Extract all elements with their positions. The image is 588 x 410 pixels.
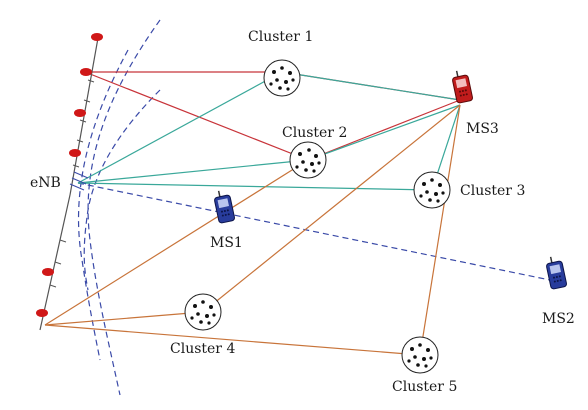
link-teal-4 — [281, 71, 461, 101]
cluster-2-label: Cluster 2 — [282, 125, 348, 141]
orange-links — [44, 104, 461, 356]
enb-hub-marks — [69, 171, 89, 191]
ms1-phone-icon — [214, 190, 235, 224]
antenna-element-4 — [69, 149, 81, 157]
antenna-element-2 — [80, 68, 92, 76]
antenna-ticks — [49, 79, 95, 288]
wavefront-arc-3 — [83, 89, 161, 291]
antenna-element-5 — [42, 268, 54, 276]
link-teal-1 — [77, 71, 283, 184]
enb-label: eNB — [30, 175, 61, 191]
ms1-label: MS1 — [210, 235, 243, 251]
cluster-5-label: Cluster 5 — [392, 379, 458, 395]
link-orange-4 — [202, 104, 461, 313]
teal-links — [77, 71, 461, 191]
cluster-5-circle — [401, 336, 439, 374]
link-teal-2 — [77, 159, 309, 184]
enb-antenna-array — [36, 33, 103, 331]
antenna-mast-upper — [69, 37, 99, 196]
ms3-label: MS3 — [466, 121, 499, 137]
dashed-path-to-ms2 — [77, 182, 551, 281]
cluster-2-circle — [289, 141, 327, 179]
antenna-element-3 — [74, 109, 86, 117]
antenna-elements — [36, 33, 103, 317]
link-red-4 — [307, 99, 461, 161]
link-red-2 — [84, 71, 309, 161]
cluster-4-circle — [184, 293, 222, 331]
cluster-3-circle — [413, 171, 451, 209]
antenna-element-1 — [91, 33, 103, 41]
link-orange-1 — [44, 159, 309, 326]
link-teal-5 — [307, 104, 461, 161]
wavefront-arc-2 — [77, 49, 129, 361]
wavefront-arc-1 — [87, 19, 161, 396]
antenna-element-6 — [36, 309, 48, 317]
link-orange-2 — [44, 311, 204, 326]
cluster-3-label: Cluster 3 — [460, 183, 526, 199]
wavefront-arcs — [77, 19, 161, 396]
ms2-phone-icon — [546, 256, 567, 290]
ms2-label: MS2 — [542, 311, 575, 327]
link-orange-5 — [419, 104, 461, 356]
ms3-phone-icon — [452, 70, 473, 104]
cluster-1-label: Cluster 1 — [248, 29, 314, 45]
link-orange-3 — [44, 324, 421, 356]
link-teal-3 — [77, 182, 433, 191]
cluster-4-label: Cluster 4 — [170, 341, 236, 357]
cluster-1-circle — [263, 59, 301, 97]
